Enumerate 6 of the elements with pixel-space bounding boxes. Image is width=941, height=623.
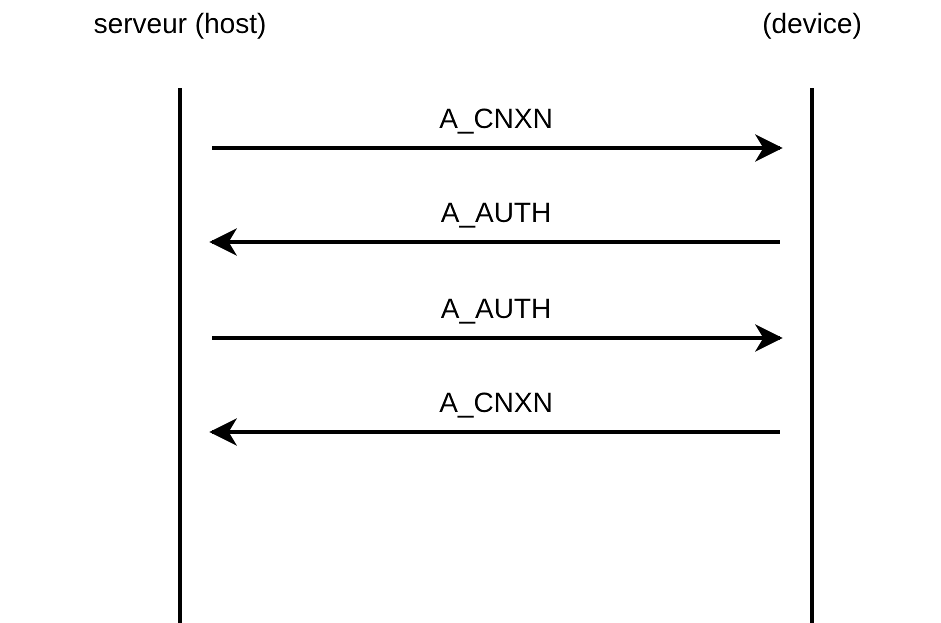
participant-label: serveur (host) <box>94 8 266 40</box>
message-arrow <box>209 418 780 446</box>
participant-label: (device) <box>762 8 862 40</box>
message-arrow <box>209 228 780 256</box>
message-arrow <box>212 324 783 352</box>
message-arrow <box>212 134 783 162</box>
